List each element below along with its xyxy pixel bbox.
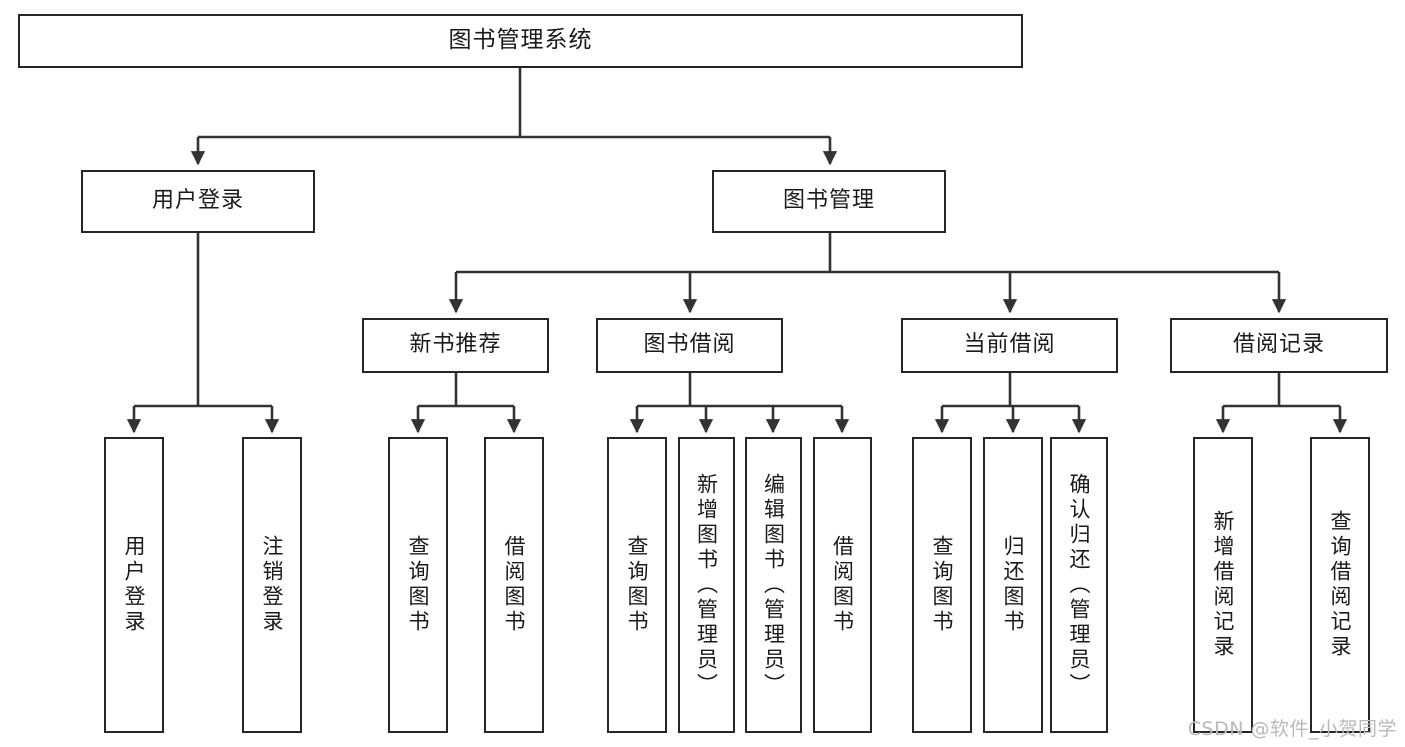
- node-leaf-query-borrow-record[interactable]: 查询借阅记录: [1310, 437, 1370, 733]
- node-label: 图书借阅: [643, 332, 736, 358]
- node-label: 新书推荐: [409, 332, 502, 358]
- node-label: 查询借阅记录: [1328, 510, 1353, 660]
- node-label: 借阅图书: [830, 535, 855, 635]
- node-label: 图书管理系统: [448, 27, 593, 54]
- node-label: 新增借阅记录: [1211, 510, 1236, 660]
- node-book-borrow[interactable]: 图书借阅: [596, 318, 783, 373]
- node-leaf-borrow-book-1[interactable]: 借阅图书: [484, 437, 544, 733]
- node-label: 借阅记录: [1232, 332, 1325, 358]
- node-leaf-query-book-1[interactable]: 查询图书: [388, 437, 448, 733]
- node-current-borrow[interactable]: 当前借阅: [901, 318, 1118, 373]
- node-leaf-confirm-return-admin[interactable]: 确认归还（管理员）: [1050, 437, 1108, 733]
- node-label: 查询图书: [930, 535, 955, 635]
- node-label: 当前借阅: [963, 332, 1056, 358]
- node-leaf-borrow-book-2[interactable]: 借阅图书: [813, 437, 872, 733]
- node-label: 借阅图书: [502, 535, 527, 635]
- node-leaf-query-book-2[interactable]: 查询图书: [607, 437, 667, 733]
- node-leaf-add-borrow-record[interactable]: 新增借阅记录: [1193, 437, 1253, 733]
- node-label: 查询图书: [406, 535, 431, 635]
- node-leaf-logout-login[interactable]: 注销登录: [242, 437, 302, 733]
- node-label: 归还图书: [1001, 535, 1026, 635]
- node-borrow-record[interactable]: 借阅记录: [1170, 318, 1388, 373]
- node-label: 注销登录: [260, 535, 285, 635]
- node-label: 编辑图书（管理员）: [761, 472, 786, 698]
- node-leaf-return-book[interactable]: 归还图书: [983, 437, 1043, 733]
- node-label: 新增图书（管理员）: [694, 472, 719, 698]
- node-label: 查询图书: [625, 535, 650, 635]
- node-label: 确认归还（管理员）: [1067, 472, 1092, 698]
- node-new-book-recommend[interactable]: 新书推荐: [362, 318, 549, 373]
- node-leaf-add-book-admin[interactable]: 新增图书（管理员）: [678, 437, 735, 733]
- node-book-management[interactable]: 图书管理: [712, 170, 946, 233]
- node-label: 用户登录: [151, 188, 244, 214]
- node-leaf-user-login[interactable]: 用户登录: [104, 437, 164, 733]
- node-user-login[interactable]: 用户登录: [81, 170, 315, 233]
- node-label: 图书管理: [782, 188, 875, 214]
- node-leaf-query-book-3[interactable]: 查询图书: [912, 437, 972, 733]
- node-label: 用户登录: [122, 535, 147, 635]
- node-leaf-edit-book-admin[interactable]: 编辑图书（管理员）: [745, 437, 802, 733]
- node-book-management-system[interactable]: 图书管理系统: [18, 14, 1023, 68]
